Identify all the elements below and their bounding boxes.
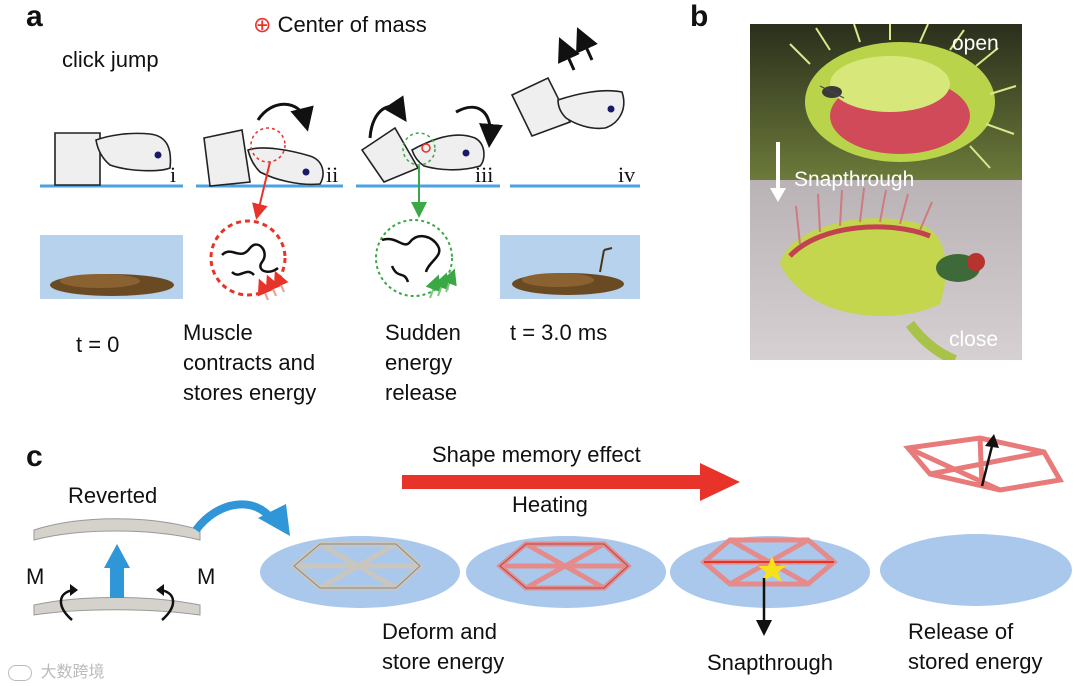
zoom-circle-ii xyxy=(209,219,287,297)
watermark: 大数跨境 xyxy=(8,658,104,682)
rotation-arrow-iii-left xyxy=(368,95,407,139)
snap-down-arrow-icon xyxy=(756,620,772,636)
platform-disc-1 xyxy=(260,536,460,608)
caption-deform: Deform and store energy xyxy=(382,617,504,677)
up-arrow-shaft xyxy=(110,566,124,598)
center-of-mass-legend: ⊕ Center of mass xyxy=(253,12,427,38)
focus-circle-iii xyxy=(402,132,436,166)
flytrap-illustration xyxy=(750,24,1022,360)
caption-line: stores energy xyxy=(183,380,317,405)
moment-label-left: M xyxy=(26,564,45,589)
jump-arrow-1 xyxy=(558,37,580,71)
caption-line: t = 0 xyxy=(76,332,120,357)
caption-stage-iii: Sudden energy release xyxy=(385,318,461,408)
heating-arrow-icon xyxy=(700,463,740,501)
beetle-sketch-ii xyxy=(203,129,324,187)
stage-numeral-iii: iii xyxy=(475,162,494,187)
energy-arrows-iii xyxy=(425,268,457,299)
stage-numeral-ii: ii xyxy=(326,162,339,187)
reverted-label: Reverted xyxy=(68,483,158,508)
release-arrow-icon xyxy=(985,434,999,448)
snap-star-icon xyxy=(758,556,786,582)
caption-line: energy xyxy=(385,350,453,375)
heating-label: Heating xyxy=(512,492,588,517)
center-of-mass-icon: ⊕ xyxy=(253,12,272,37)
caption-line: t = 3.0 ms xyxy=(510,320,608,345)
panel-a-letter: a xyxy=(26,0,43,33)
release-arrow-shaft xyxy=(980,445,994,487)
zoom-arrow-ii xyxy=(252,161,271,220)
snapthrough-arrow-icon xyxy=(770,188,786,202)
rotation-arrow-iii-right xyxy=(455,105,503,148)
platform-disc-4 xyxy=(880,534,1072,606)
caption-stage-iv: t = 3.0 ms xyxy=(510,318,607,348)
moment-label-right: M xyxy=(197,564,216,589)
caption-line: Release of xyxy=(908,619,1014,644)
platform-disc-2 xyxy=(466,536,666,608)
caption-stage-ii: Muscle contracts and stores energy xyxy=(183,318,316,408)
heating-arrow-shaft xyxy=(402,475,704,489)
panel-c-letter: c xyxy=(26,440,43,473)
open-label: open xyxy=(952,32,999,55)
watermark-logo-icon xyxy=(8,664,32,681)
watermark-text: 大数跨境 xyxy=(40,664,105,681)
snapthrough-label: Snapthrough xyxy=(794,168,915,191)
caption-line: contracts and xyxy=(183,350,316,375)
caption-line: Muscle xyxy=(183,320,253,345)
reverted-beam-top xyxy=(33,518,201,541)
caption-line: Deform and xyxy=(382,619,497,644)
panel-b-letter: b xyxy=(690,0,709,33)
close-label: close xyxy=(949,328,999,351)
caption-snapthrough: Snapthrough xyxy=(707,650,833,675)
focus-circle-ii xyxy=(250,127,286,163)
jump-arrow-2 xyxy=(576,27,598,61)
reverted-beam-bottom xyxy=(33,597,201,616)
click-jump-title: click jump xyxy=(62,47,159,72)
curved-blue-arrow xyxy=(192,500,276,533)
venus-flytrap-photo: open Snapthrough close xyxy=(750,24,1022,360)
beetle-sketch-iv xyxy=(510,76,625,138)
caption-line: stored energy xyxy=(908,649,1043,674)
caption-stage-i: t = 0 xyxy=(76,330,119,360)
caption-line: release xyxy=(385,380,458,405)
caption-line: Sudden xyxy=(385,320,461,345)
legend-text: Center of mass xyxy=(277,12,427,37)
up-arrow-icon xyxy=(104,544,130,568)
caption-release: Release of stored energy xyxy=(908,617,1043,677)
beetle-sketch-i xyxy=(54,132,172,186)
stage-numeral-iv: iv xyxy=(618,162,636,187)
energy-arrows-ii xyxy=(257,270,289,301)
snapthrough-arrow-shaft xyxy=(776,142,780,192)
rotation-arrow-ii xyxy=(256,102,314,132)
shape-memory-label: Shape memory effect xyxy=(432,442,641,467)
hex-structure-floating xyxy=(903,435,1064,493)
zoom-circle-iii xyxy=(375,219,453,297)
caption-line: store energy xyxy=(382,649,505,674)
stage-numeral-i: i xyxy=(170,162,177,187)
